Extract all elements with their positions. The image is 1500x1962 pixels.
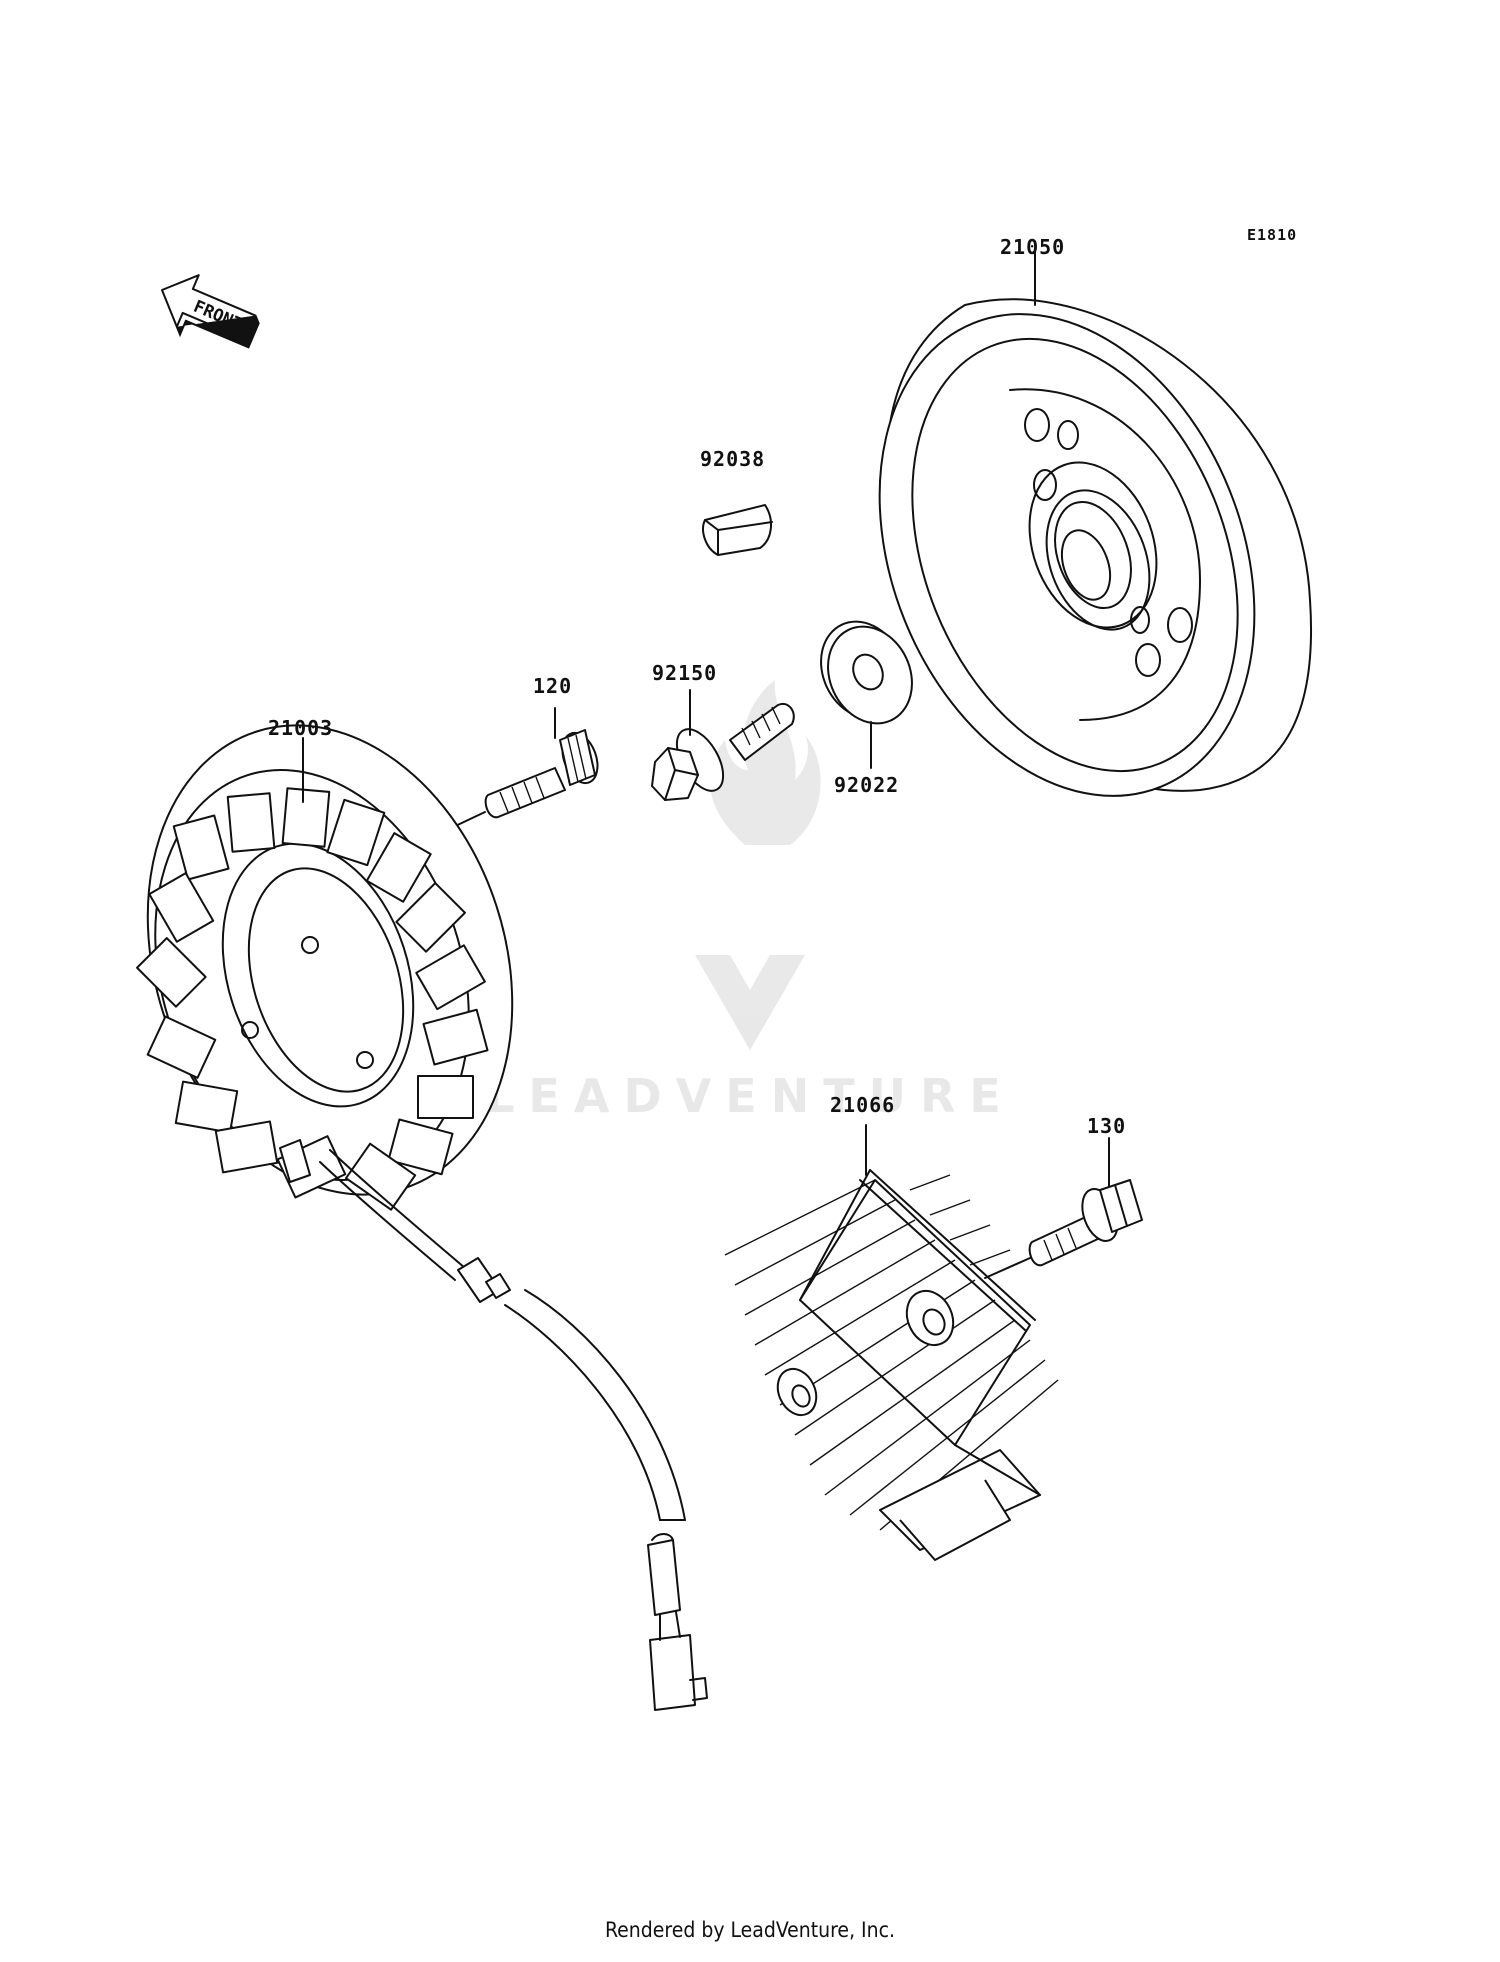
- regulator-rectifier: [724, 1169, 1059, 1561]
- watermark-text: LEADVENTURE: [485, 1069, 1015, 1123]
- stator-poles: [136, 787, 489, 1211]
- part-label-21050: 21050: [1000, 235, 1065, 259]
- stator-coil: [136, 724, 708, 1711]
- part-label-21066: 21066: [830, 1093, 895, 1117]
- part-label-92038: 92038: [700, 447, 765, 471]
- flywheel-rotor: [878, 298, 1312, 797]
- flange-bolt: [651, 702, 795, 801]
- socket-bolt-120: [484, 729, 599, 819]
- part-label-21003: 21003: [268, 716, 333, 740]
- part-label-92022: 92022: [834, 773, 899, 797]
- part-label-92150: 92150: [652, 661, 717, 685]
- footer-credit: Rendered by LeadVenture, Inc.: [605, 1918, 895, 1942]
- leader-130-axis: [984, 1257, 1031, 1279]
- washer: [820, 620, 913, 725]
- woodruff-key: [702, 504, 773, 556]
- part-label-120: 120: [533, 674, 572, 698]
- front-arrow: FRONT: [161, 274, 260, 349]
- leadventure-watermark: LEADVENTURE: [485, 680, 1015, 1123]
- part-label-130: 130: [1087, 1114, 1126, 1138]
- flange-bolt-130: [1028, 1179, 1143, 1267]
- diagram-code: E1810: [1247, 226, 1297, 244]
